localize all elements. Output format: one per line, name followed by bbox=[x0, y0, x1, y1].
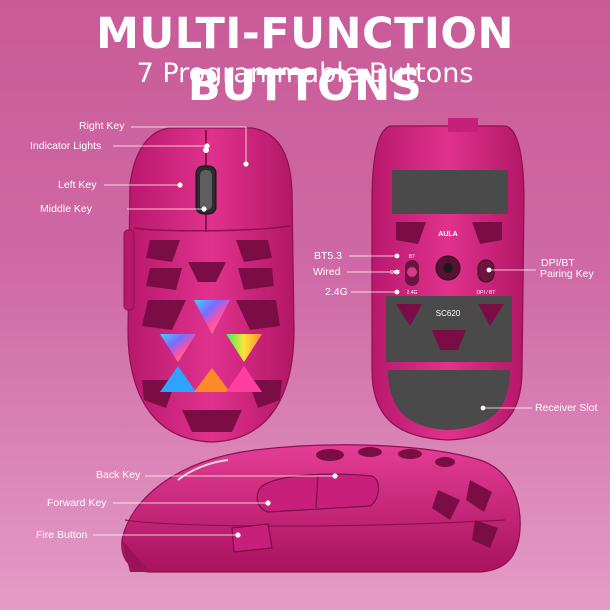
label-forward-key: Forward Key bbox=[47, 497, 107, 509]
mouse-top-view bbox=[123, 127, 295, 443]
brand-logo-text: AULA bbox=[438, 231, 457, 238]
label-back-key: Back Key bbox=[96, 469, 141, 481]
switch-bt-text: BT bbox=[409, 254, 415, 260]
label-indicator-lights: Indicator Lights bbox=[30, 140, 102, 152]
label-middle-key: Middle Key bbox=[40, 203, 92, 215]
switch-24g-text: 2.4G bbox=[407, 290, 418, 296]
label-wired: Wired bbox=[313, 266, 341, 278]
mouse-bottom-view bbox=[371, 118, 525, 441]
mouse-side-view bbox=[121, 444, 521, 573]
label-bt53: BT5.3 bbox=[314, 250, 343, 262]
label-pairing-key: Pairing Key bbox=[540, 268, 594, 280]
label-right-key: Right Key bbox=[79, 120, 125, 132]
label-receiver-slot: Receiver Slot bbox=[535, 402, 598, 414]
label-dpi-bt: DPI/BT bbox=[541, 257, 575, 269]
label-left-key: Left Key bbox=[58, 179, 97, 191]
side-leader-lines bbox=[93, 473, 338, 538]
model-text: SC620 bbox=[436, 309, 461, 318]
label-fire-button: Fire Button bbox=[36, 529, 88, 541]
label-24g: 2.4G bbox=[325, 286, 348, 298]
page-subtitle: 7 Programmable Buttons bbox=[136, 58, 474, 89]
bottom-leader-lines bbox=[347, 253, 536, 411]
dpi-small-text: DPI / BT bbox=[477, 290, 496, 296]
page-title: MULTI-FUNCTION BUTTONS bbox=[96, 9, 514, 111]
top-leader-lines bbox=[104, 126, 249, 212]
